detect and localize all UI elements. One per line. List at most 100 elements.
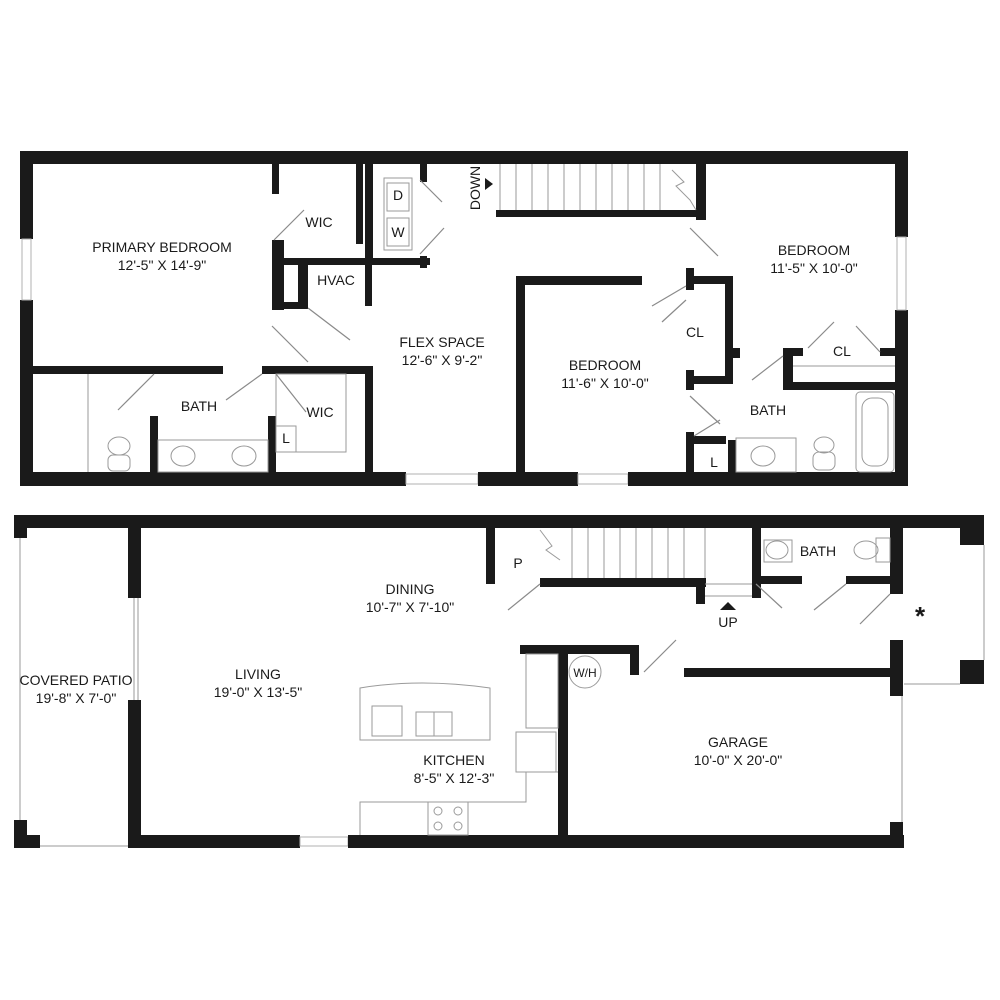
wall: [268, 416, 276, 476]
wall: [733, 348, 740, 358]
toilet-tank: [875, 537, 891, 563]
wall: [890, 528, 903, 570]
stairs-up: [539, 528, 756, 597]
upper-west-wall-top: [20, 151, 33, 239]
door: [751, 355, 784, 381]
wall: [150, 416, 158, 476]
garage-name: GARAGE: [708, 734, 768, 750]
door: [755, 583, 783, 609]
dryer-label: D: [393, 187, 403, 203]
toilet-bowl: [853, 540, 879, 560]
wall: [496, 210, 696, 217]
linen-right-label: L: [710, 454, 718, 470]
bathtub: [855, 391, 895, 473]
wall: [516, 276, 525, 476]
wall: [262, 366, 372, 374]
kitchen-name: KITCHEN: [423, 752, 484, 768]
hvac-label: HVAC: [317, 272, 355, 288]
upper-floor: PRIMARY BEDROOM 12'-5" X 14'-9" WIC HVAC…: [20, 151, 908, 486]
washer-box: [386, 217, 410, 247]
wall: [298, 258, 308, 308]
wall: [846, 576, 903, 584]
wall: [558, 654, 568, 848]
closet-right-label: CL: [833, 343, 851, 359]
bedroom-right-name: BEDROOM: [778, 242, 850, 258]
sink: [750, 445, 776, 467]
wall: [890, 640, 903, 696]
sink: [170, 445, 196, 467]
wall: [365, 258, 372, 306]
wall: [365, 164, 373, 264]
wall: [783, 382, 895, 390]
water-heater-label: W/H: [573, 666, 596, 680]
door: [419, 227, 445, 255]
dishwasher: [371, 705, 403, 737]
wall: [520, 645, 638, 654]
door: [275, 373, 307, 413]
stairs-down: [499, 164, 697, 211]
lower-south-wall: [128, 835, 300, 848]
door: [643, 639, 677, 673]
wall: [128, 700, 141, 848]
upper-south-wall-mid: [478, 472, 578, 486]
wic-top-label: WIC: [305, 214, 332, 230]
lower-south-wall: [348, 835, 904, 848]
wall: [728, 440, 736, 476]
wall: [272, 240, 284, 310]
wall: [686, 370, 694, 390]
wall: [725, 276, 733, 384]
door: [689, 227, 719, 257]
door: [117, 373, 155, 411]
bedroom-right-dims: 11'-5" X 10'-0": [770, 260, 857, 276]
door: [693, 419, 721, 437]
door: [661, 299, 687, 323]
wall: [372, 258, 430, 265]
bath-left-label: BATH: [181, 398, 217, 414]
door: [271, 325, 309, 363]
toilet-bowl: [812, 451, 836, 471]
kitchen-counter: [359, 771, 558, 835]
toilet-bowl: [107, 454, 131, 472]
sink: [231, 445, 257, 467]
door: [273, 209, 305, 241]
stair-up-arrow: [720, 602, 736, 610]
patio-post: [14, 820, 27, 848]
wall: [752, 576, 802, 584]
entry-marker: *: [915, 601, 926, 631]
wall: [540, 578, 706, 587]
door: [689, 395, 721, 425]
door: [507, 583, 541, 611]
wic-bottom-label: WIC: [306, 404, 333, 420]
wall: [365, 366, 373, 476]
door: [859, 593, 891, 625]
wall: [880, 348, 895, 356]
window: [896, 236, 907, 311]
wall: [420, 164, 427, 182]
door: [225, 373, 263, 401]
upper-north-wall: [20, 151, 908, 164]
bedroom-mid-dims: 11'-6" X 10'-0": [561, 375, 648, 391]
washer-label: W: [391, 224, 405, 240]
fridge-space: [525, 653, 559, 729]
door: [813, 583, 847, 611]
toilet-tank: [107, 436, 131, 456]
corner-post: [960, 660, 984, 684]
covered-patio-name: COVERED PATIO: [19, 672, 132, 688]
window: [405, 473, 479, 485]
dining-name: DINING: [386, 581, 435, 597]
burner: [453, 806, 463, 816]
wall: [783, 348, 793, 388]
wall: [686, 276, 732, 284]
dining-dims: 10'-7" X 7'-10": [366, 599, 454, 615]
wall: [420, 256, 427, 268]
wall: [696, 578, 705, 604]
flex-space-dims: 12'-6" X 9'-2": [402, 352, 483, 368]
bathtub-basin: [861, 397, 889, 467]
wall: [684, 668, 890, 677]
corner-post: [960, 515, 984, 545]
pantry-label: P: [513, 555, 522, 571]
closet-mid-label: CL: [686, 324, 704, 340]
wall: [686, 376, 732, 384]
patio-post: [14, 515, 27, 538]
